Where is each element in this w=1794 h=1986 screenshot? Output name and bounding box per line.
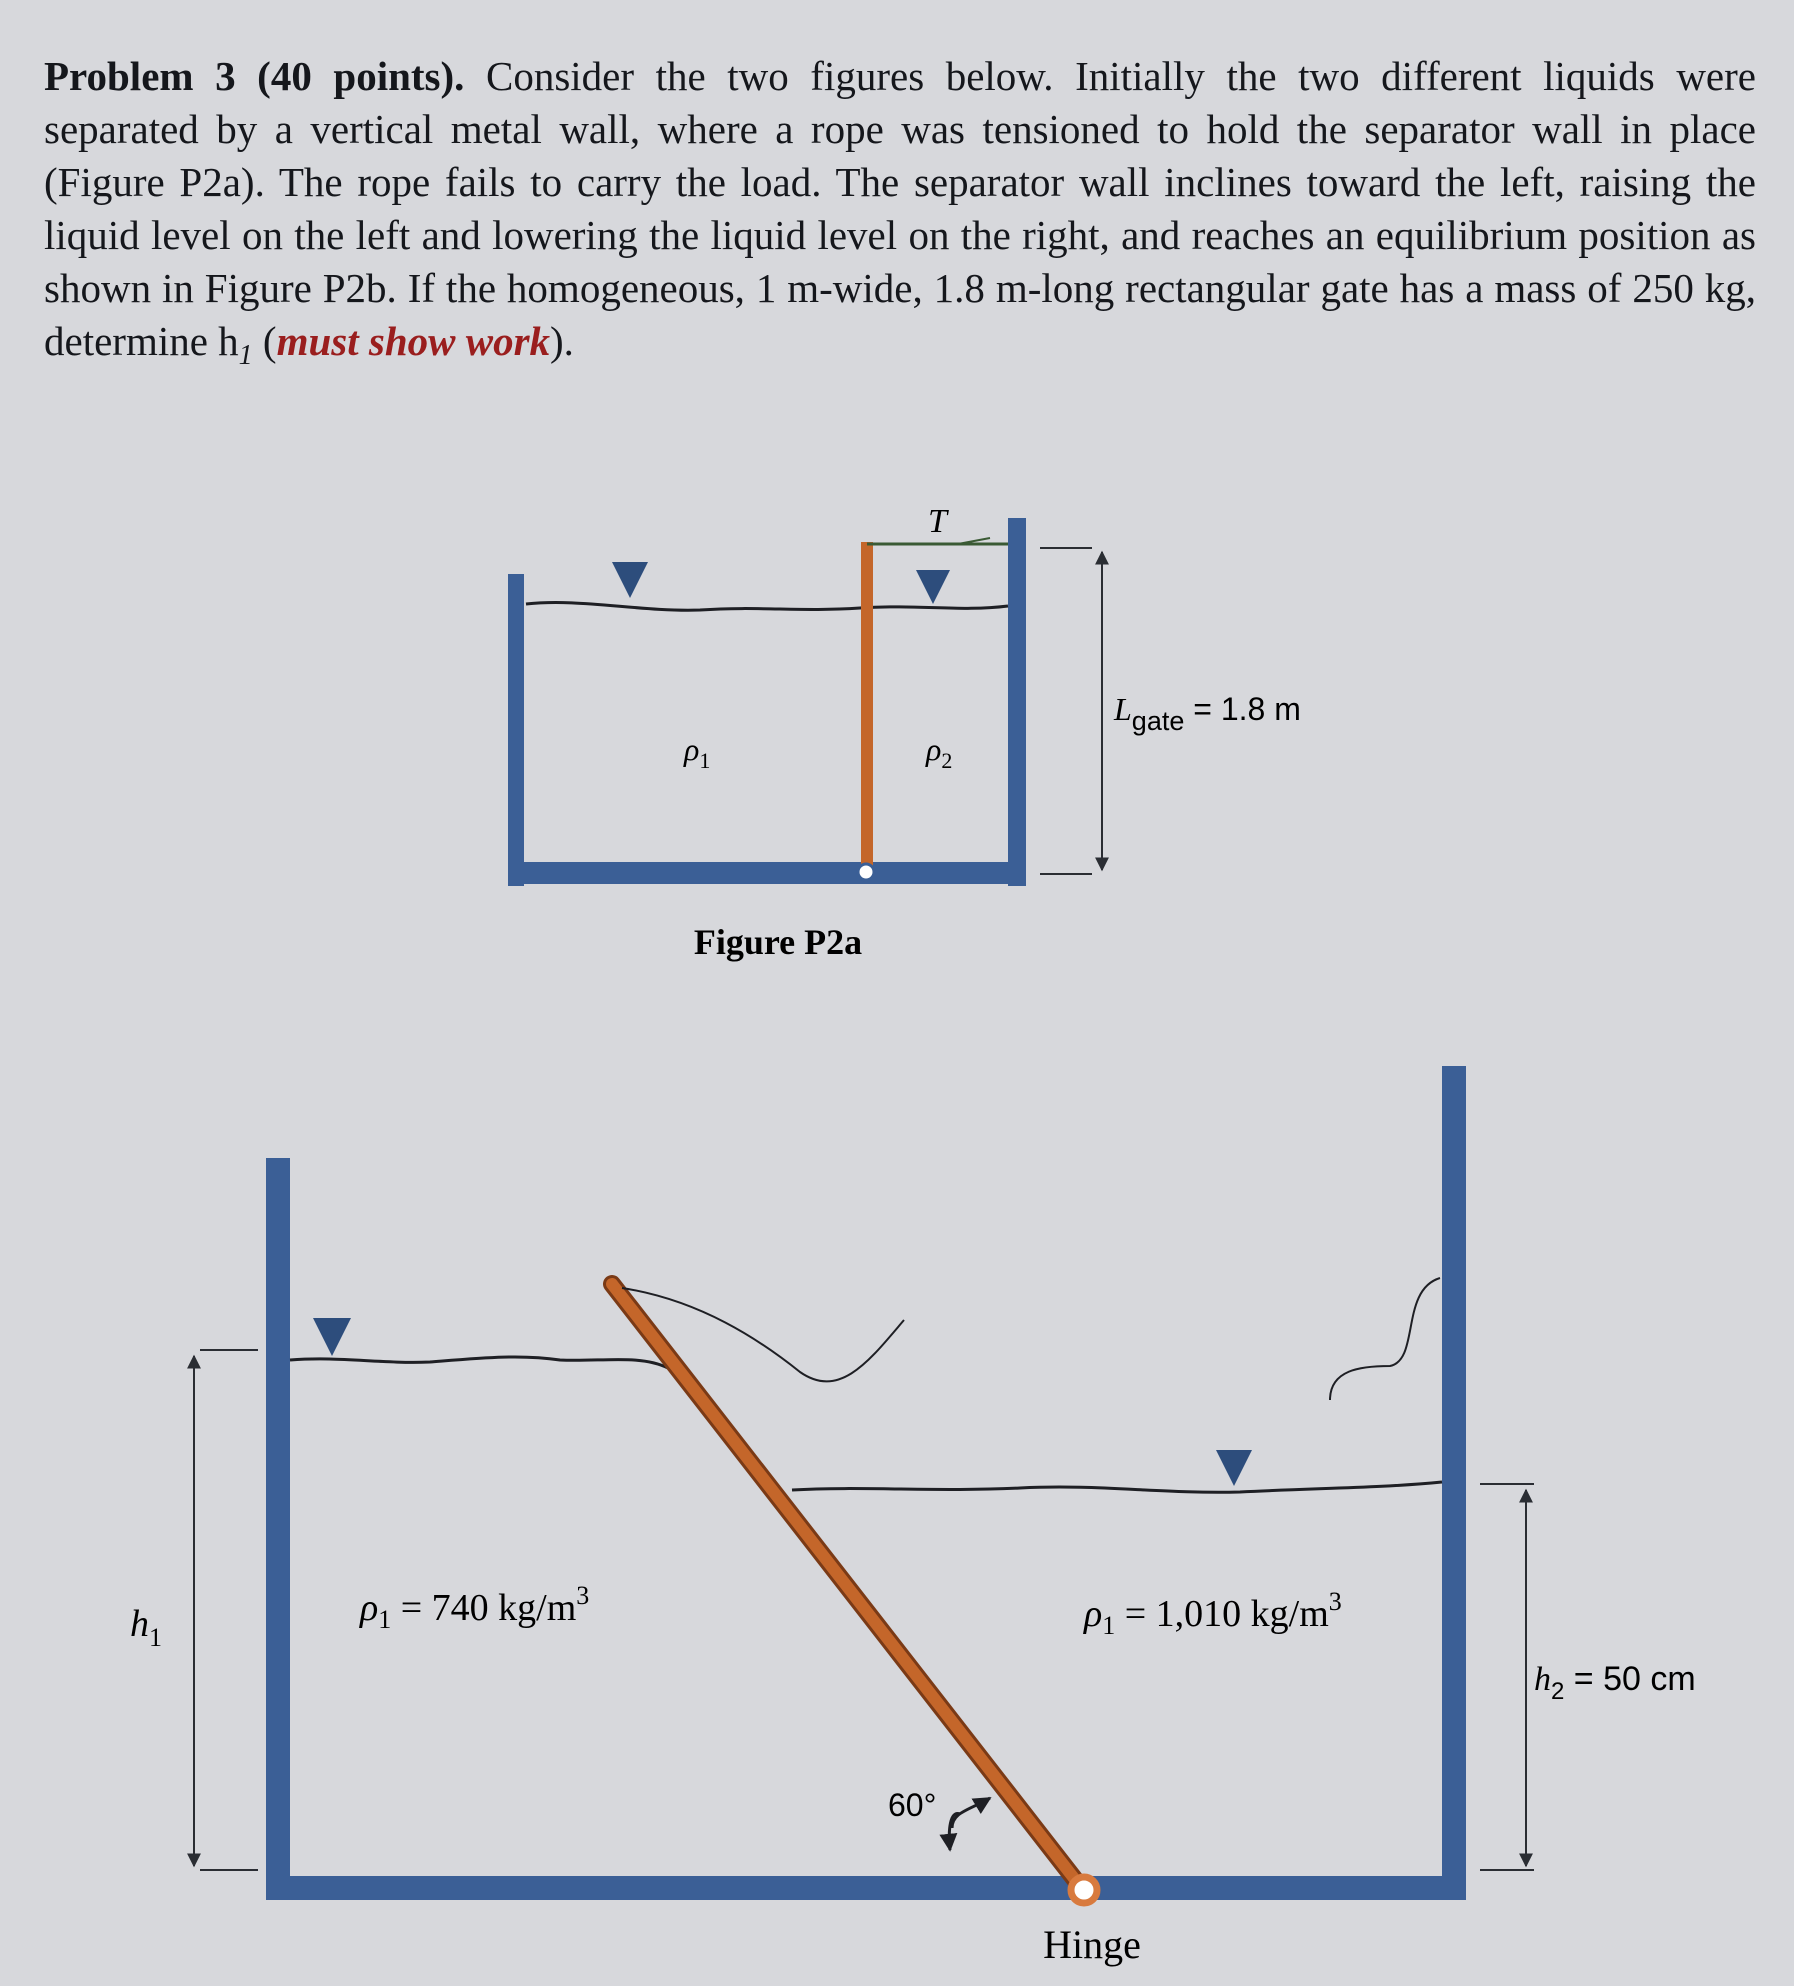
figure-p2a-caption: Figure P2a <box>694 922 862 962</box>
pen-scribble-left <box>621 1287 905 1383</box>
problem-emphasis: must show work <box>276 318 551 364</box>
figure-p2b: h1 h2 = 50 cm ρ1 = 740 kg/m3 ρ1 = 1,010 … <box>130 1066 1696 1967</box>
tank-a-left-wall <box>508 574 524 886</box>
h2-label: h2 = 50 cm <box>1534 1660 1696 1705</box>
rho-left-b-value: = 740 kg/m <box>391 1587 576 1629</box>
free-surface-marker-left-a <box>612 562 648 598</box>
hinge-label: Hinge <box>1043 1922 1141 1967</box>
h2-sub: 2 <box>1551 1678 1564 1705</box>
h2-symbol: h <box>1534 1661 1551 1698</box>
problem-statement: Problem 3 (40 points). Consider the two … <box>44 50 1756 382</box>
h1-label: h1 <box>130 1603 162 1652</box>
problem-close: ). <box>550 318 574 364</box>
figure-p2a: T ρ1 ρ2 Lgate = 1.8 m Figure P2a <box>508 503 1301 962</box>
h2-value: = 50 cm <box>1564 1660 1695 1698</box>
rho-right-b-symbol: ρ <box>1083 1593 1102 1635</box>
rho-right-a-symbol: ρ <box>925 731 941 767</box>
problem-heading: Problem 3 (40 points). <box>44 53 465 99</box>
rho-left-b-symbol: ρ <box>359 1587 378 1629</box>
rho-left-a-symbol: ρ <box>683 731 699 767</box>
rho-right-b-value: = 1,010 kg/m <box>1115 1593 1329 1635</box>
gate-length-value: = 1.8 m <box>1184 691 1301 727</box>
rho-right-b: ρ1 = 1,010 kg/m3 <box>1083 1587 1342 1640</box>
rho-left-a: ρ1 <box>683 731 710 773</box>
pen-scribble-right <box>1329 1277 1441 1401</box>
rho-left-a-sub: 1 <box>699 748 710 773</box>
tank-b-floor <box>266 1876 1466 1900</box>
gate-vertical <box>861 542 873 872</box>
problem-open-paren: ( <box>252 318 277 364</box>
hinge-b <box>1067 1873 1101 1907</box>
rho-left-b-exp: 3 <box>576 1581 589 1610</box>
rho-left-b-sub: 1 <box>378 1605 391 1634</box>
angle-label: 60° <box>888 1787 936 1823</box>
rho-right-b-sub: 1 <box>1102 1611 1115 1640</box>
rope-arrow-head <box>957 537 991 545</box>
tank-a-right-wall <box>1008 518 1026 886</box>
free-surface-marker-right-b <box>1216 1450 1252 1486</box>
gate-length-L: L <box>1113 691 1132 727</box>
gate-inclined <box>606 1278 1086 1892</box>
rho-right-b-exp: 3 <box>1329 1587 1342 1616</box>
angle-arc-lower <box>939 1812 961 1852</box>
problem-body: Consider the two figures below. Initiall… <box>44 53 1756 364</box>
liquid-surface-a <box>525 601 1009 612</box>
rho-right-a: ρ2 <box>925 731 952 773</box>
liquid-surface-left-b <box>289 1355 669 1370</box>
rho-left-b: ρ1 = 740 kg/m3 <box>359 1581 589 1634</box>
gate-length-sub: gate <box>1132 706 1185 736</box>
free-surface-marker-right-a <box>916 570 950 604</box>
tank-b <box>266 1066 1466 1900</box>
tension-label: T <box>928 503 949 540</box>
h1-symbol: h <box>130 1603 149 1645</box>
tank-a <box>508 518 1026 886</box>
rho-right-a-sub: 2 <box>941 748 952 773</box>
h1-sub: 1 <box>149 1623 162 1652</box>
problem-h-subscript: 1 <box>238 340 253 372</box>
tank-a-floor <box>508 862 1026 884</box>
liquid-surface-right-b <box>791 1480 1443 1494</box>
tank-b-left-wall <box>266 1158 290 1900</box>
angle-arc-upper <box>950 1796 992 1829</box>
tank-b-right-wall <box>1442 1066 1466 1900</box>
hinge-a <box>856 862 876 882</box>
free-surface-marker-left-b <box>313 1318 351 1356</box>
gate-length-label: Lgate = 1.8 m <box>1113 691 1301 736</box>
